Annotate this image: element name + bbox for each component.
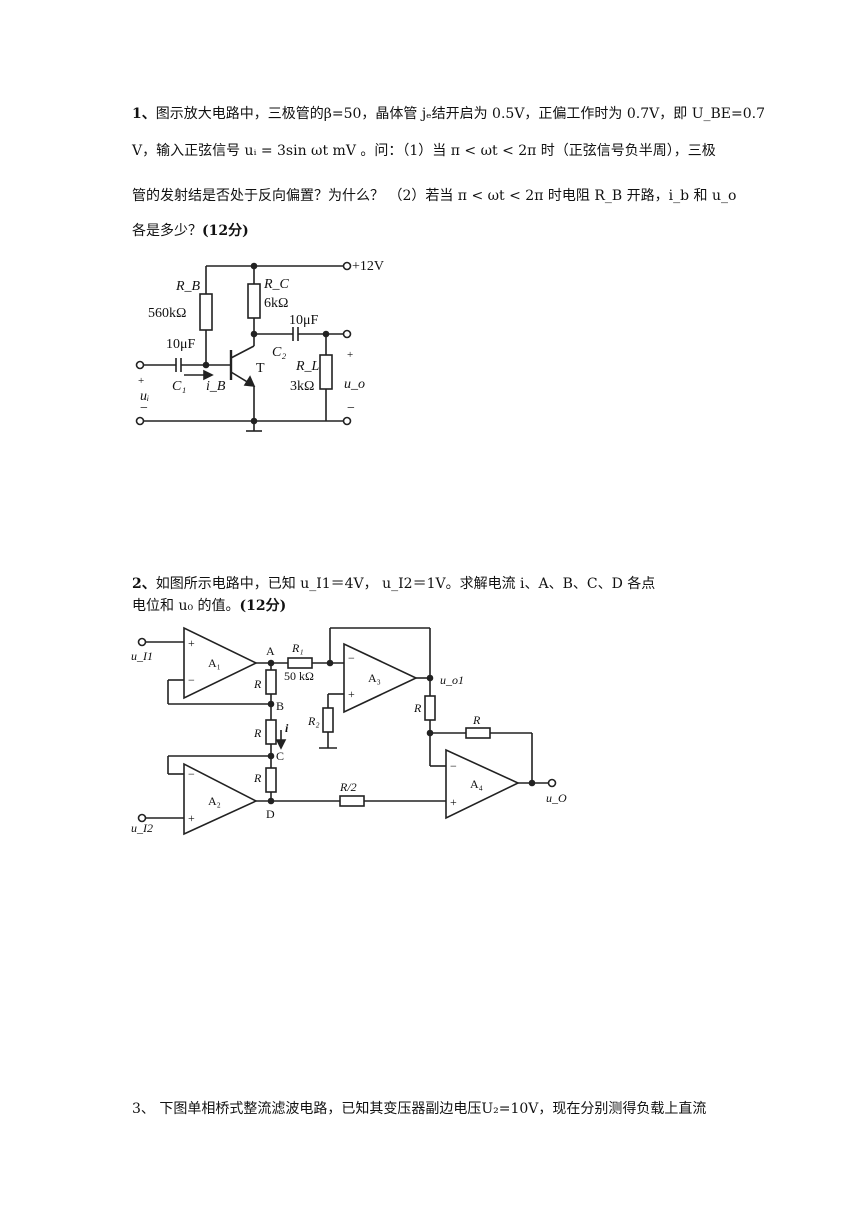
a4-minus-sign: −	[450, 759, 457, 773]
input-minus-sign: −	[140, 401, 148, 416]
rb-label: R_B	[175, 279, 201, 294]
ui1-label: u_I1	[131, 649, 153, 663]
q2-score: (12分)	[239, 598, 287, 614]
r2-label: R₂	[307, 714, 320, 728]
input-plus-sign: +	[138, 375, 144, 387]
current-i-label: i	[285, 721, 289, 735]
ui2-label: u_I2	[131, 821, 153, 835]
node-c-label: C	[276, 749, 284, 763]
q1-line-1: 1、图示放大电路中，三极管的β=50，晶体管 jₑ结开启为 0.5V，正偏工作时…	[132, 106, 766, 122]
r-cd-label: R	[253, 771, 262, 785]
ib-label: i_B	[206, 379, 226, 394]
rb-value: 560kΩ	[148, 306, 186, 321]
a3-minus-sign: −	[348, 651, 355, 665]
node-a-label: A	[266, 644, 275, 658]
q1-number: 1、	[132, 106, 156, 122]
c1-label: C₁	[172, 379, 186, 394]
c1-value: 10μF	[166, 337, 196, 352]
amplifier-circuit-figure: +12V R_B 560kΩ R_C 6kΩ 10μF C₂ 10μF C₁ T…	[135, 259, 384, 432]
rl-value: 3kΩ	[290, 379, 314, 394]
c2-value: 10μF	[289, 313, 319, 328]
a3-plus-sign: +	[348, 687, 355, 701]
q2-line-1: 2、如图所示电路中，已知 u_I1＝4V， u_I2＝1V。求解电流 i、A、B…	[132, 576, 656, 592]
uo1-label: u_o1	[440, 673, 464, 687]
r-half-label: R/2	[339, 780, 357, 794]
r1-label: R₁	[291, 641, 304, 655]
a4-label: A₄	[470, 777, 483, 791]
q3-line-1: 3、 下图单相桥式整流滤波电路，已知其变压器副边电压U₂=10V，现在分别测得负…	[132, 1101, 707, 1117]
r-ab-label: R	[253, 677, 262, 691]
a1-minus-sign: −	[188, 673, 195, 687]
a2-minus-sign: −	[188, 767, 195, 781]
supply-label: +12V	[352, 259, 384, 274]
q2-number: 2、	[132, 576, 156, 592]
a4-plus-sign: +	[450, 795, 457, 809]
q1-line-2: V，输入正弦信号 uᵢ = 3sin ωt mV 。问：（1）当 π < ωt …	[132, 143, 716, 159]
output-plus-sign: +	[347, 349, 353, 361]
uo-label: u_O	[546, 791, 567, 805]
a2-plus-sign: +	[188, 811, 195, 825]
rc-value: 6kΩ	[264, 296, 288, 311]
a1-plus-sign: +	[188, 636, 195, 650]
node-b-label: B	[276, 699, 284, 713]
a1-label: A₁	[208, 656, 221, 670]
q1-score: (12分)	[202, 223, 249, 239]
transistor-label: T	[256, 361, 265, 376]
a2-label: A₂	[208, 794, 221, 808]
rc-label: R_C	[263, 277, 290, 292]
ui-label: uᵢ	[140, 389, 149, 404]
opamp-circuit-figure: u_I1 u_I2 + − A₁ − + A₂ − + A₃ − + A₄ A …	[131, 626, 567, 836]
q1-line-3: 管的发射结是否处于反向偏置？为什么？ （2）若当 π < ωt < 2π 时电阻…	[132, 188, 737, 204]
r-a3a4-label: R	[413, 701, 422, 715]
r-feedback-label: R	[472, 713, 481, 727]
q1-line-4: 各是多少？(12分)	[132, 223, 249, 239]
output-minus-sign: −	[347, 401, 355, 416]
c2-label: C₂	[272, 345, 286, 360]
rl-label: R_L	[295, 359, 320, 374]
uo-label: u_o	[344, 377, 365, 392]
r-bc-label: R	[253, 726, 262, 740]
r1-value: 50 kΩ	[284, 669, 314, 683]
node-d-label: D	[266, 807, 275, 821]
q2-line-2: 电位和 u₀ 的值。(12分)	[132, 598, 287, 614]
a3-label: A₃	[368, 671, 381, 685]
